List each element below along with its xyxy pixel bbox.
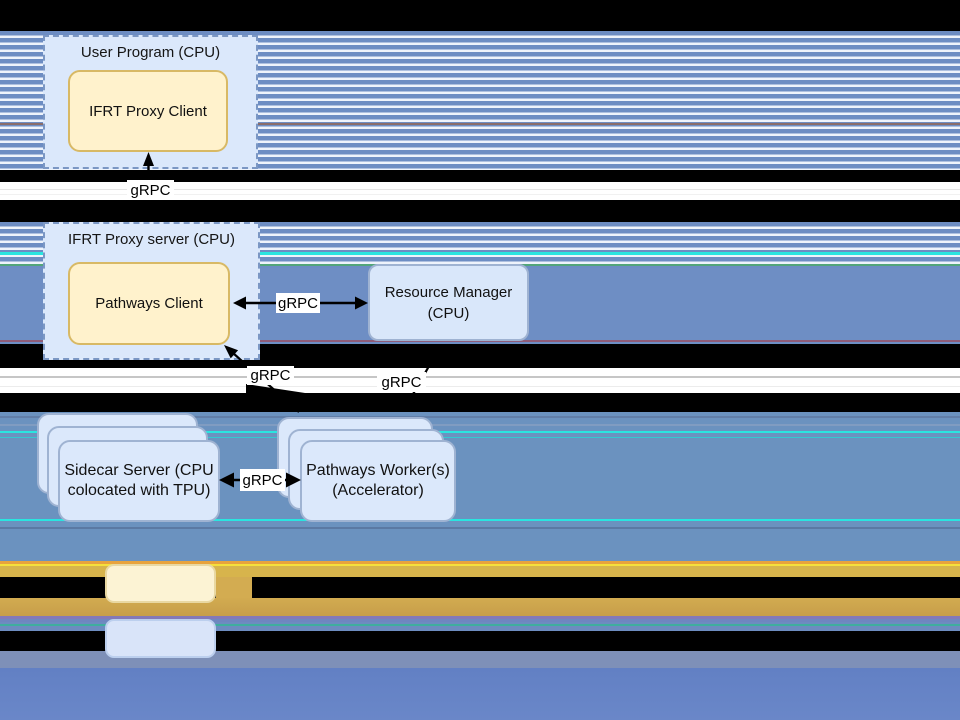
background-band <box>0 622 960 631</box>
gold-band <box>0 566 960 577</box>
gray-line <box>0 527 960 529</box>
node-sidecar-server-line2: colocated with TPU) <box>67 482 211 499</box>
red-line <box>0 340 960 342</box>
brown-line <box>0 123 960 125</box>
node-sidecar-server-line1: Sidecar Server (CPU <box>64 462 214 479</box>
node-ifrt-proxy-client: IFRT Proxy Client <box>68 70 228 152</box>
edge-label-grpc-client-rm: gRPC <box>276 293 320 313</box>
edge-label-grpc-sidecar-worker: gRPC <box>240 469 285 491</box>
node-resource-manager-line2: (CPU) <box>427 304 470 322</box>
gray-line <box>0 376 960 378</box>
background-band <box>0 668 960 720</box>
legend-swatch-yellow <box>105 564 216 603</box>
background-band <box>0 393 960 412</box>
background-band <box>0 368 960 393</box>
orange-line <box>0 561 960 564</box>
gray-line <box>0 194 960 195</box>
gold-patch <box>216 577 252 598</box>
node-ifrt-proxy-client-label: IFRT Proxy Client <box>89 102 207 120</box>
gold-band <box>0 598 960 616</box>
legend-swatch-blue <box>105 619 216 658</box>
background-band <box>0 170 960 182</box>
node-ifrt-proxy-server-title: IFRT Proxy server (CPU) <box>68 231 235 248</box>
node-resource-manager: Resource Manager (CPU) <box>368 264 529 341</box>
background-band <box>0 182 960 200</box>
purple-line <box>0 616 960 619</box>
node-pathways-workers-line1: Pathways Worker(s) <box>306 462 450 479</box>
gray-line <box>0 386 960 387</box>
node-sidecar-server: Sidecar Server (CPU colocated with TPU) <box>58 440 220 522</box>
node-user-program-title: User Program (CPU) <box>80 44 221 61</box>
yellow-line <box>0 563 960 566</box>
cyan-line <box>0 436 960 439</box>
gray-line <box>0 189 960 190</box>
cyan-line <box>0 519 960 521</box>
node-resource-manager-line1: Resource Manager <box>384 283 513 301</box>
gray-line <box>0 424 960 426</box>
edge-label-grpc-top: gRPC <box>127 180 174 200</box>
background-band <box>0 651 960 668</box>
background-band <box>0 200 960 222</box>
node-pathways-workers-line2: (Accelerator) <box>332 482 424 499</box>
node-pathways-workers: Pathways Worker(s) (Accelerator) <box>300 440 456 522</box>
node-pathways-client: Pathways Client <box>68 262 230 345</box>
gray-line <box>0 416 960 418</box>
teal-line <box>0 624 960 626</box>
cyan-line <box>0 252 960 255</box>
cyan-line <box>0 431 960 433</box>
edge-label-grpc-server-sidecar: gRPC <box>247 366 294 385</box>
background-band <box>0 618 960 622</box>
background-band <box>0 631 960 651</box>
edge-label-grpc-rm-worker: gRPC <box>377 372 426 392</box>
background-band <box>0 0 960 31</box>
node-pathways-client-label: Pathways Client <box>95 295 203 312</box>
